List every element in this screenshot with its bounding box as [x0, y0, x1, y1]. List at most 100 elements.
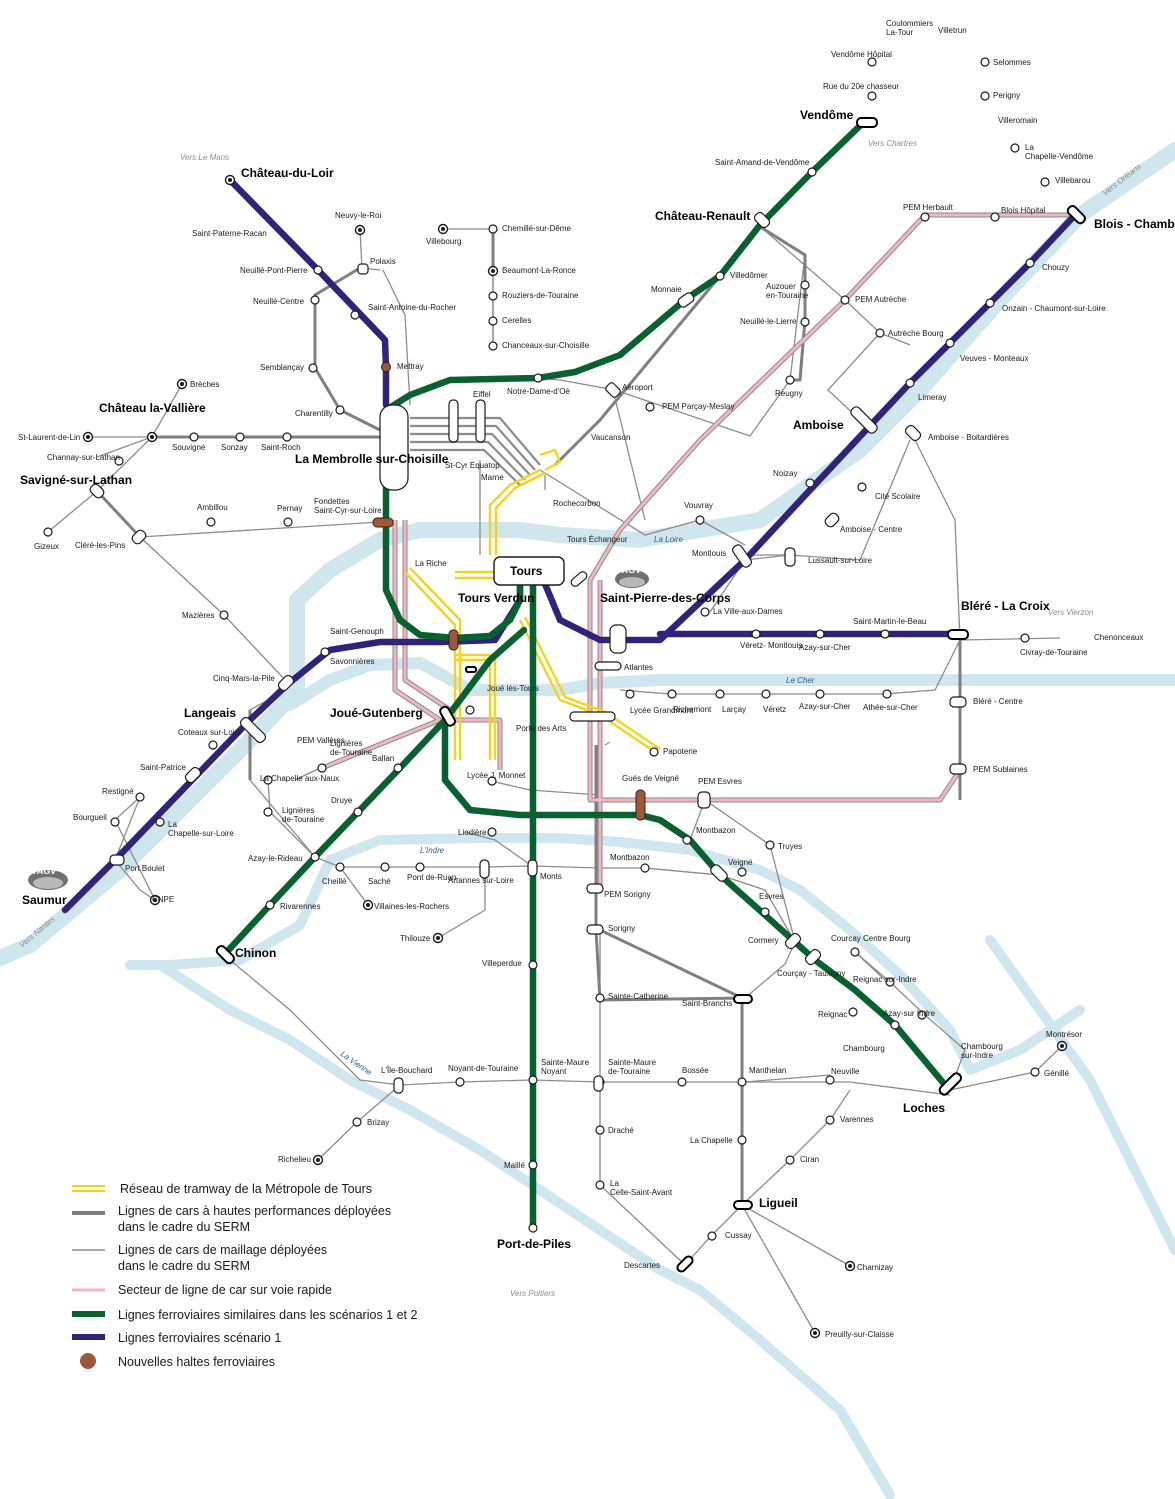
station-label: PEM Herbault	[903, 203, 954, 212]
station-label: Brèches	[190, 380, 219, 389]
station-label: Ballan	[372, 754, 394, 763]
station-label: Génillé	[1044, 1069, 1069, 1078]
station-label: Esvres	[759, 892, 783, 901]
station-label: Chouzy	[1042, 263, 1069, 272]
tours-station-box[interactable]	[493, 556, 565, 586]
station-label: Azay-le-Rideau	[248, 854, 303, 863]
station-label: Preuilly-sur-Claisse	[825, 1330, 894, 1339]
river-indre	[125, 833, 1085, 1075]
hub-chinon: Chinon	[235, 946, 276, 960]
station-label: Coteaux sur-Loire	[178, 728, 242, 737]
station-label: Larçay	[722, 705, 746, 714]
station-label: Port Boulet	[125, 864, 165, 873]
station-label: Montrésor	[1046, 1030, 1082, 1039]
station-label: St-Cyr Equatop	[445, 461, 500, 470]
station-label: Bossée	[682, 1066, 709, 1075]
station-label: Azay-sur-Cher	[799, 702, 851, 711]
station-label: Véretz- Montlouis	[740, 641, 802, 650]
station-label: Azay-sur Indre	[883, 1009, 936, 1018]
station-label: Autrèche Bourg	[888, 329, 944, 338]
hub-joue-gutenberg: Joué-Gutenberg	[330, 706, 423, 720]
station-label: Chenonceaux	[1094, 633, 1143, 642]
station-label: Aéroport	[622, 383, 653, 392]
station-label: Cussay	[725, 1231, 752, 1240]
station-label: Reignac	[818, 1010, 847, 1019]
station-label: Eiffel	[473, 390, 491, 399]
station-label: Saint-Paterne-Racan	[192, 229, 267, 238]
hub-la-membrolle: La Membrolle sur-Choisille	[295, 452, 449, 466]
station-label: Villebarou	[1055, 176, 1090, 185]
station-label: Manthelan	[749, 1066, 786, 1075]
hub-chateau-la-valliere: Château la-Vallière	[99, 401, 206, 415]
hub-tours: Tours	[510, 564, 543, 578]
legend-label-rail-purple: Lignes ferroviaires scénario 1	[118, 1331, 281, 1345]
station-label: L'Île-Bouchard	[381, 1066, 432, 1075]
station-label: Selommes	[993, 58, 1031, 67]
station-label: Veigné	[728, 858, 753, 867]
station-label: Véretz	[763, 705, 786, 714]
station-label: Saché	[368, 877, 391, 886]
terminus-bars	[215, 117, 1086, 1273]
station-label: Maillé	[504, 1161, 525, 1170]
station-label: Descartes	[624, 1261, 660, 1270]
station-label: Papoterie	[663, 747, 698, 756]
hub-saint-pierre-des-corps: Saint-Pierre-des-Corps	[600, 591, 731, 605]
station-label: Ciran	[800, 1155, 819, 1164]
station-label: Draché	[608, 1126, 634, 1135]
river-label-indre: L'Indre	[420, 846, 445, 855]
station-label: Reignac sur-Indre	[853, 975, 917, 984]
legend-label-tram: Réseau de tramway de la Métropole de Tou…	[120, 1182, 372, 1196]
station-label: Chemillé-sur-Dême	[502, 224, 571, 233]
station-label: Amboise - Centre	[840, 525, 903, 534]
hub-tours-verdun: Tours Verdun	[458, 591, 534, 605]
station-label: Villeromain	[998, 116, 1037, 125]
legend-item-expressway: Secteur de ligne de car sur voie rapide	[72, 1283, 332, 1297]
station-label: PEM Sorigny	[604, 890, 651, 899]
station-label: Saint-Branchs	[682, 999, 732, 1008]
station-label: Truyes	[778, 842, 802, 851]
station-label: PEM Esvres	[698, 777, 742, 786]
station-label: Pont de-Ruan	[407, 873, 456, 882]
station-label: Montbazon	[696, 826, 736, 835]
station-label: Neuville	[831, 1067, 860, 1076]
terminus-dots	[82, 174, 1068, 1339]
station-label: Lycée Grandmont	[630, 706, 694, 715]
station-label: Richemont	[673, 705, 712, 714]
legend-item-rail-green: Lignes ferroviaires similaires dans les …	[72, 1308, 417, 1322]
station-label: Druye	[331, 796, 353, 805]
station-label: Neuvy-le-Roi	[335, 211, 381, 220]
station-label: Neuillé-le-Lierre	[740, 317, 797, 326]
station-label: Porte des Arts	[516, 724, 566, 733]
legend-label-bus-hp-1: Lignes de cars à hautes performances dép…	[118, 1204, 391, 1218]
station-label: Noizay	[773, 469, 797, 478]
legend-item-tram: Réseau de tramway de la Métropole de Tou…	[72, 1182, 372, 1196]
station-label: Channay-sur-Lathan	[47, 453, 120, 462]
hub-chateau-renault: Château-Renault	[655, 209, 750, 223]
station-label: Cinq-Mars-la-Pile	[213, 674, 275, 683]
station-label: Charentilly	[295, 409, 333, 418]
station-label: Saint-Amand-de-Vendôme	[715, 158, 810, 167]
legend-label-expressway: Secteur de ligne de car sur voie rapide	[118, 1283, 332, 1297]
station-label: Courçay - Tauxigny	[777, 969, 845, 978]
station-label: Bléré - Centre	[973, 697, 1023, 706]
station-label: Vendôme Hôpital	[831, 50, 892, 59]
station-label: La Ville-aux-Dames	[713, 607, 783, 616]
tagv-badge-tours: TAGV	[615, 565, 649, 588]
legend-item-bus-mesh: Lignes de cars de maillage déployées dan…	[72, 1243, 327, 1273]
station-label: Vouvray	[684, 501, 713, 510]
river-vienne	[155, 960, 895, 1499]
legend: Réseau de tramway de la Métropole de Tou…	[72, 1182, 417, 1369]
station-label: Souvigné	[172, 443, 206, 452]
hub-blois-chambord: Blois - Chambord	[1094, 217, 1175, 231]
station-label: Montbazon	[610, 853, 650, 862]
station-label: Cerelles	[502, 316, 531, 325]
station-label: Limeray	[918, 393, 946, 402]
legend-label-bus-mesh-2: dans le cadre du SERM	[118, 1259, 250, 1273]
expressway-lines	[321, 212, 1072, 890]
station-label: Onzain - Chaumont-sur-Loire	[1002, 304, 1106, 313]
